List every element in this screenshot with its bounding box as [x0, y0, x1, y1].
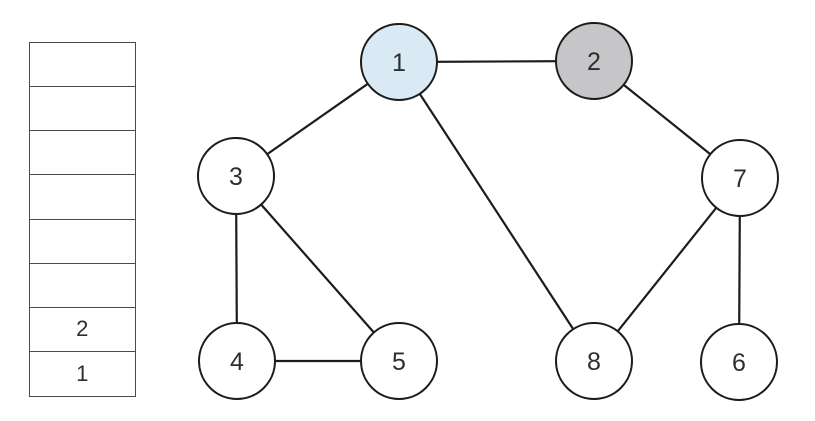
stack-cell	[30, 264, 135, 308]
graph-node-label-4: 4	[230, 348, 244, 376]
graph-node-circle-5	[360, 322, 438, 400]
stack-cell	[30, 175, 135, 220]
nodes-layer: 1 2 3 4 5 6 7 8	[197, 22, 779, 401]
graph-node-6: 6	[700, 323, 778, 401]
graph-node-circle-3	[197, 137, 275, 215]
graph-edge-1-8	[398, 61, 595, 362]
stack-cell	[30, 131, 135, 176]
graph-node-label-1: 1	[392, 49, 406, 77]
stack-cell: 2	[30, 308, 135, 352]
graph-node-circle-4	[198, 322, 276, 400]
stack-cell	[30, 87, 135, 132]
edges-layer	[234, 59, 742, 363]
graph-node-circle-8	[555, 322, 633, 400]
graph-node-7: 7	[701, 139, 779, 217]
graph-node-3: 3	[197, 137, 275, 215]
stack-table: 2 1	[29, 42, 136, 397]
graph-node-1: 1	[360, 23, 438, 101]
graph-edge-3-5	[235, 175, 400, 362]
graph-node-8: 8	[555, 322, 633, 400]
graph-node-5: 5	[360, 322, 438, 400]
stack-cell: 1	[76, 360, 89, 386]
graph-node-label-8: 8	[587, 348, 601, 376]
stack-cell	[30, 220, 135, 264]
graph-node-circle-7	[701, 139, 779, 217]
graph-node-circle-6	[700, 323, 778, 401]
graph-edge-7-8	[593, 177, 741, 362]
graph-node-label-5: 5	[392, 348, 406, 376]
graph-node-label-7: 7	[733, 165, 747, 193]
graph-node-label-3: 3	[229, 163, 243, 191]
graph-node-circle-1	[360, 23, 438, 101]
graph-node-label-2: 2	[587, 48, 601, 76]
graph-node-label-6: 6	[732, 349, 746, 377]
stack-cell	[30, 43, 135, 88]
graph-node-2: 2	[555, 22, 633, 100]
graph-node-4: 4	[198, 322, 276, 400]
graph-node-circle-2	[555, 22, 633, 100]
